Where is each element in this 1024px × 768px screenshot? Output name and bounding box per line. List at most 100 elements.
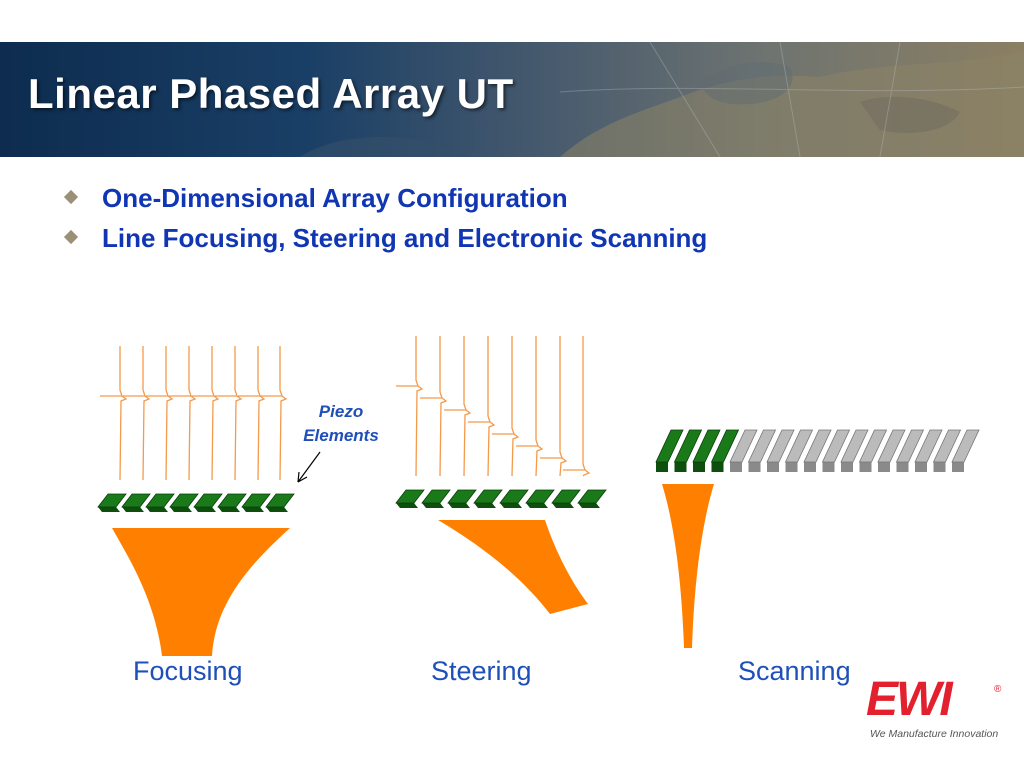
inactive-array-element <box>803 429 832 463</box>
signal-trace <box>279 346 288 481</box>
focusing-beam <box>112 528 290 656</box>
bullet-text: Line Focusing, Steering and Electronic S… <box>102 223 708 253</box>
piezo-element-side <box>396 503 418 508</box>
signal-trace <box>487 336 496 477</box>
piezo-element-side <box>448 503 470 508</box>
title-banner: Linear Phased Array UT <box>0 42 1024 157</box>
active-array-element <box>710 429 740 463</box>
array-element-base <box>656 462 668 472</box>
map-background <box>300 42 1024 157</box>
array-element-base <box>878 462 890 472</box>
callout-line: Piezo <box>318 402 364 421</box>
piezo-element <box>525 489 555 504</box>
array-element-base <box>933 462 946 472</box>
piezo-element-side <box>500 503 522 508</box>
signal-trace <box>211 346 220 481</box>
steering-caption: Steering <box>431 656 532 686</box>
signal-trace <box>439 336 448 477</box>
inactive-array-element <box>766 429 795 463</box>
piezo-element-side <box>122 507 144 512</box>
piezo-element-side <box>474 503 496 508</box>
piezo-element-side <box>194 507 216 512</box>
bullet-item: One-Dimensional Array Configuration <box>63 180 707 220</box>
bullet-item: Line Focusing, Steering and Electronic S… <box>63 220 708 260</box>
array-element-base <box>841 462 853 472</box>
registered-mark: ® <box>994 684 1002 695</box>
focusing-caption: Focusing <box>133 656 243 686</box>
signal-trace <box>119 346 128 481</box>
signal-trace <box>188 346 197 481</box>
piezo-element <box>265 493 295 508</box>
piezo-element-side <box>242 507 264 512</box>
piezo-element <box>217 493 247 508</box>
signal-trace <box>559 336 568 477</box>
active-array-element <box>673 429 703 463</box>
array-element-base <box>785 462 798 472</box>
active-array-element <box>655 429 684 463</box>
inactive-array-element <box>932 429 962 463</box>
array-element-base <box>896 462 909 472</box>
signal-trace <box>142 346 151 481</box>
piezo-element <box>241 493 271 508</box>
piezo-element-side <box>98 507 120 512</box>
piezo-element <box>145 493 175 508</box>
array-element-base <box>674 462 687 472</box>
piezo-element <box>551 489 581 504</box>
signal-trace <box>535 336 544 477</box>
scanning-element-array <box>655 429 980 472</box>
slide-title: Linear Phased Array UT <box>28 70 514 117</box>
piezo-element <box>121 493 151 508</box>
piezo-element-side <box>526 503 548 508</box>
piezo-element-side <box>218 507 240 512</box>
piezo-elements-callout: Piezo Elements <box>286 400 396 448</box>
signal-trace <box>234 346 243 481</box>
array-element-base <box>767 462 779 472</box>
signal-trace <box>165 346 174 481</box>
array-element-base <box>952 462 964 472</box>
inactive-array-element <box>821 429 851 463</box>
array-element-base <box>822 462 835 472</box>
callout-line: Elements <box>303 426 379 445</box>
focusing-signal-traces <box>100 346 288 481</box>
array-element-base <box>859 462 872 472</box>
array-element-base <box>693 462 705 472</box>
piezo-element <box>97 493 127 508</box>
array-element-base <box>711 462 724 472</box>
piezo-element <box>499 489 529 504</box>
piezo-element <box>193 493 223 508</box>
inactive-array-element <box>729 429 758 463</box>
piezo-element <box>395 489 425 504</box>
piezo-element-side <box>146 507 168 512</box>
signal-trace <box>511 336 520 477</box>
ewi-logo: EWI ® We Manufacture Innovation <box>866 674 1006 744</box>
piezo-element-side <box>578 503 600 508</box>
inactive-array-element <box>784 429 814 463</box>
inactive-array-element <box>747 429 777 463</box>
bullet-list: One-Dimensional Array Configuration Line… <box>63 180 708 260</box>
logo-wordmark: EWI <box>866 673 953 726</box>
piezo-element-side <box>170 507 192 512</box>
array-element-base <box>915 462 927 472</box>
steering-beam <box>438 520 588 614</box>
inactive-array-element <box>914 429 943 463</box>
callout-arrow-icon <box>297 451 321 483</box>
inactive-array-element <box>877 429 906 463</box>
signal-trace <box>415 336 424 477</box>
inactive-array-element <box>840 429 869 463</box>
scanning-beam <box>662 484 714 648</box>
piezo-element <box>447 489 477 504</box>
active-array-element <box>692 429 721 463</box>
piezo-element <box>169 493 199 508</box>
signal-trace <box>582 336 591 477</box>
logo-tagline: We Manufacture Innovation <box>870 728 999 740</box>
focusing-element-array <box>97 493 295 512</box>
piezo-element <box>577 489 607 504</box>
array-element-base <box>804 462 816 472</box>
piezo-element <box>473 489 503 504</box>
array-element-base <box>748 462 761 472</box>
signal-trace <box>257 346 266 481</box>
piezo-element <box>421 489 451 504</box>
steering-signal-traces <box>396 336 591 477</box>
scanning-caption: Scanning <box>738 656 851 686</box>
